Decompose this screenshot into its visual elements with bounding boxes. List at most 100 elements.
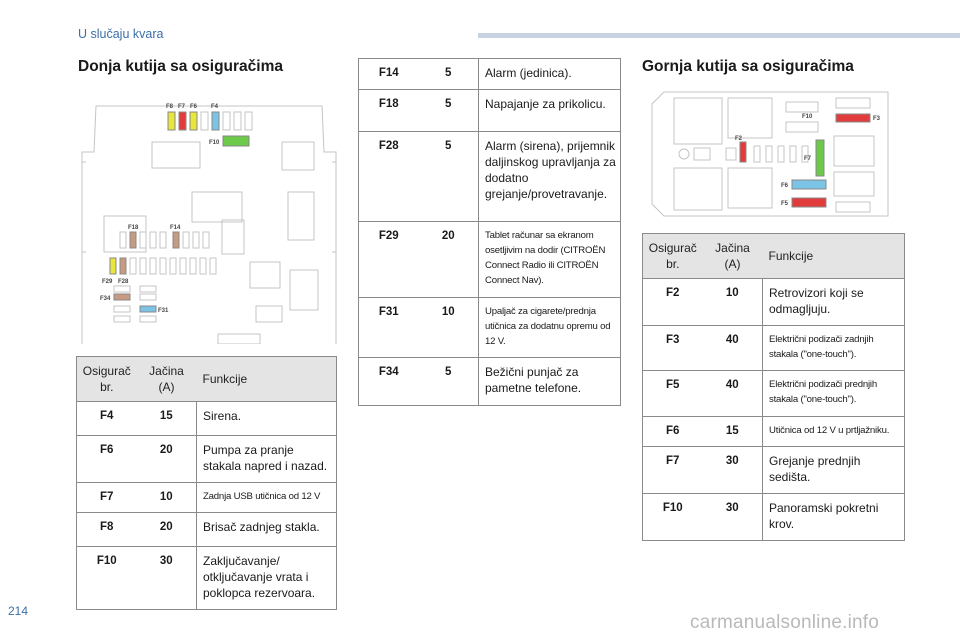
table-row: F4 15 Sirena. [76,401,337,436]
fuse-amp: 5 [418,131,479,222]
table-header-row: Osigurač br. Jačina (A) Funkcije [76,356,337,402]
lower-box-title: Donja kutija sa osiguračima [78,58,284,75]
label-f34: F34 [100,296,111,302]
fuse-id: F4 [76,401,137,436]
fuse-id: F14 [358,58,419,90]
fuse-amp: 20 [418,221,479,298]
label-f31: F31 [158,308,169,314]
upper-box-title: Gornja kutija sa osiguračima [642,58,854,75]
table-header-row: Osigurač br. Jačina (A) Funkcije [642,233,905,279]
fuse-id: F10 [76,546,137,610]
upper-fuse-table: Osigurač br. Jačina (A) Funkcije F2 10 R… [642,233,905,541]
fuse-func: Električni podizači zadnjih stakala ("on… [762,325,905,371]
header-func: Funkcije [196,356,337,402]
label-f8: F8 [166,104,174,110]
label-f2: F2 [735,136,743,142]
page-number: 214 [8,604,29,618]
fuse-id: F10 [642,493,703,541]
label-f10: F10 [209,140,220,146]
table-row: F7 30 Grejanje prednjih sedišta. [642,446,905,494]
fuse-amp: 10 [418,297,479,358]
fuse-amp: 5 [418,58,479,90]
fuse-id: F31 [358,297,419,358]
fuse-amp: 15 [136,401,197,436]
upper-fuse-box-diagram: F10 F3 F2 F7 F6 F5 [651,91,889,217]
fuse-func: Napajanje za prikolicu. [478,89,621,132]
label-f29: F29 [102,279,113,285]
table-row: F18 5 Napajanje za prikolicu. [358,89,621,132]
table-row: F31 10 Upaljač za cigarete/prednja utičn… [358,297,621,358]
table-row: F8 20 Brisač zadnjeg stakla. [76,512,337,547]
fuse-func: Tablet računar sa ekranom osetljivim na … [478,221,621,298]
label-f18: F18 [128,225,139,231]
table-row: F14 5 Alarm (jedinica). [358,58,621,90]
header-fuse: Osigurač br. [76,356,137,402]
fuse-func: Zadnja USB utičnica od 12 V [196,482,337,513]
fuse-func: Zaključavanje/ otključavanje vrata i pok… [196,546,337,610]
fuse-amp: 10 [136,482,197,513]
label-f28: F28 [118,279,129,285]
fuse-func: Grejanje prednjih sedišta. [762,446,905,494]
fuse-id: F18 [358,89,419,132]
label-f10: F10 [802,114,813,120]
label-f3: F3 [873,116,881,122]
fuse-func: Brisač zadnjeg stakla. [196,512,337,547]
fuse-amp: 40 [702,325,763,371]
table-row: F3 40 Električni podizači zadnjih stakal… [642,325,905,371]
watermark-link[interactable]: carmanualsonline.info [690,612,880,633]
table-row: F2 10 Retrovizori koji se odmagljuju. [642,278,905,326]
lower-fuse-box-diagram: F8 F7 F6 F4 F10 F18 F14 F29 F28 F34 F31 [81,104,337,344]
table-row: F6 15 Utičnica od 12 V u prtljažniku. [642,416,905,447]
fuse-func: Bežični punjač za pametne telefone. [478,357,621,406]
label-f7: F7 [178,104,186,110]
fuse-amp: 30 [702,493,763,541]
fuse-func: Alarm (jedinica). [478,58,621,90]
label-f6: F6 [781,183,789,189]
label-f6: F6 [190,104,198,110]
fuse-amp: 30 [702,446,763,494]
fuse-amp: 5 [418,89,479,132]
fuse-amp: 30 [136,546,197,610]
fuse-id: F6 [76,435,137,483]
fuse-amp: 10 [702,278,763,326]
fuse-func: Sirena. [196,401,337,436]
fuse-func: Panoramski pokretni krov. [762,493,905,541]
fuse-id: F34 [358,357,419,406]
fuse-amp: 20 [136,435,197,483]
fuse-id: F3 [642,325,703,371]
header-amp: Jačina (A) [702,233,763,279]
header-rule [478,33,960,38]
fuse-func: Pumpa za pranje stakala napred i nazad. [196,435,337,483]
fuse-id: F5 [642,370,703,417]
lower-fuse-table: Osigurač br. Jačina (A) Funkcije F4 15 S… [76,356,337,610]
fuse-amp: 5 [418,357,479,406]
fuse-id: F2 [642,278,703,326]
table-row: F10 30 Zaključavanje/ otključavanje vrat… [76,546,337,610]
fuse-amp: 20 [136,512,197,547]
fuse-id: F8 [76,512,137,547]
table-row: F7 10 Zadnja USB utičnica od 12 V [76,482,337,513]
fuse-func: Retrovizori koji se odmagljuju. [762,278,905,326]
fuse-func: Električni podizači prednjih stakala ("o… [762,370,905,417]
lower-fuse-table-continued: F14 5 Alarm (jedinica). F18 5 Napajanje … [358,58,621,406]
table-row: F10 30 Panoramski pokretni krov. [642,493,905,541]
fuse-amp: 40 [702,370,763,417]
table-row: F6 20 Pumpa za pranje stakala napred i n… [76,435,337,483]
table-row: F28 5 Alarm (sirena), prijemnik daljinsk… [358,131,621,222]
fuse-func: Upaljač za cigarete/prednja utičnica za … [478,297,621,358]
fuse-func: Utičnica od 12 V u prtljažniku. [762,416,905,447]
section-header: U slučaju kvara [78,27,164,41]
label-f7: F7 [804,156,812,162]
header-func: Funkcije [762,233,905,279]
fuse-id: F28 [358,131,419,222]
table-row: F5 40 Električni podizači prednjih staka… [642,370,905,417]
label-f14: F14 [170,225,181,231]
label-f5: F5 [781,201,789,207]
fuse-id: F29 [358,221,419,298]
fuse-id: F7 [642,446,703,494]
table-row: F34 5 Bežični punjač za pametne telefone… [358,357,621,406]
fuse-amp: 15 [702,416,763,447]
fuse-id: F6 [642,416,703,447]
table-row: F29 20 Tablet računar sa ekranom osetlji… [358,221,621,298]
header-fuse: Osigurač br. [642,233,703,279]
